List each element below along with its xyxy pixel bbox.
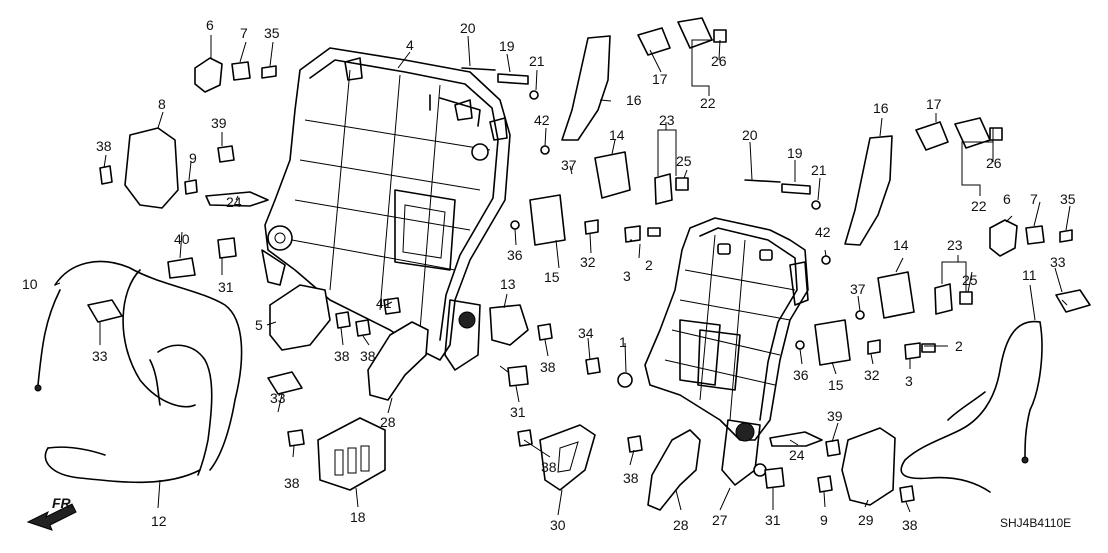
callout-label: 19 (787, 145, 803, 161)
callout-label: 35 (264, 25, 280, 41)
callout-label: 30 (550, 517, 566, 533)
callout-label: 18 (350, 509, 366, 525)
callout-label: 25 (676, 153, 692, 169)
callout-label: 20 (742, 127, 758, 143)
callout-label: 8 (158, 96, 166, 112)
callout-label: 40 (174, 231, 190, 247)
callout-label: 19 (499, 38, 515, 54)
callout-label: 38 (540, 359, 556, 375)
callout-label: 36 (793, 367, 809, 383)
callout-label: 42 (534, 112, 550, 128)
callout-label: 41 (376, 295, 392, 311)
callout-label: 28 (673, 517, 689, 533)
callout-label: 26 (986, 155, 1002, 171)
small-parts (87, 17, 1091, 511)
callout-label: 4 (406, 37, 414, 53)
callout-label: 15 (828, 377, 844, 393)
callout-label: 36 (507, 247, 523, 263)
callout-label: 23 (947, 237, 963, 253)
callout-label: 7 (240, 25, 248, 41)
callout-label: 13 (500, 276, 516, 292)
callout-label: 35 (1060, 191, 1076, 207)
callout-label: 33 (270, 390, 286, 406)
callout-label: 6 (1003, 191, 1011, 207)
callout-label: 11 (1022, 267, 1037, 283)
callout-label: 32 (864, 367, 880, 383)
callout-label: 14 (609, 127, 625, 143)
callout-label: 20 (460, 20, 476, 36)
seat-back-frame-left (261, 47, 511, 371)
callout-label: 6 (206, 17, 214, 33)
callout-label: 24 (226, 194, 242, 210)
callout-label: 38 (902, 517, 918, 533)
callout-label: 37 (561, 157, 577, 173)
callout-label: 17 (652, 71, 668, 87)
callout-label: 23 (659, 112, 675, 128)
callout-label: 33 (1050, 254, 1066, 270)
callout-label: 22 (700, 95, 716, 111)
callout-label: 26 (711, 53, 727, 69)
callout-label: 2 (955, 338, 963, 354)
callout-label: 34 (578, 325, 594, 341)
callout-label: 9 (820, 512, 828, 528)
callout-label: 38 (623, 470, 639, 486)
callout-label: 5 (255, 317, 263, 333)
callout-label: 22 (971, 198, 987, 214)
callout-label: 21 (529, 53, 545, 69)
callout-label: 25 (962, 272, 978, 288)
callout-label: 3 (623, 268, 631, 284)
callout-label: 31 (218, 279, 234, 295)
callout-labels: 6 7 35 20 19 21 4 17 26 22 16 8 38 9 39 … (22, 17, 1076, 533)
callout-label: 2 (645, 257, 653, 273)
front-direction-label: FR. (52, 495, 75, 511)
callout-label: 29 (858, 512, 874, 528)
callout-label: 38 (96, 138, 112, 154)
callout-label: 33 (92, 348, 108, 364)
callout-label: 16 (873, 100, 889, 116)
callout-label: 17 (926, 96, 942, 112)
leader-lines (54, 35, 1071, 516)
callout-label: 14 (893, 237, 909, 253)
callout-label: 38 (360, 348, 376, 364)
cables (34, 260, 1043, 493)
front-direction-arrow (26, 503, 77, 531)
callout-label: 31 (510, 404, 526, 420)
callout-label: 7 (1030, 191, 1038, 207)
callout-label: 9 (189, 150, 197, 166)
callout-label: 27 (712, 512, 728, 528)
callout-label: 24 (789, 447, 805, 463)
seat-back-frame-right (644, 217, 809, 486)
callout-label: 39 (827, 408, 843, 424)
callout-label: 42 (815, 224, 831, 240)
callout-label: 31 (765, 512, 781, 528)
callout-label: 12 (151, 513, 167, 529)
callout-label: 38 (284, 475, 300, 491)
callout-label: 39 (211, 115, 227, 131)
callout-label: 3 (905, 373, 913, 389)
callout-label: 28 (380, 414, 396, 430)
callout-label: 32 (580, 254, 596, 270)
callout-label: 1 (619, 334, 627, 350)
callout-label: 16 (626, 92, 642, 108)
callout-label: 38 (334, 348, 350, 364)
diagram-code: SHJ4B4110E (1000, 516, 1071, 530)
callout-label: 37 (850, 281, 866, 297)
callout-label: 15 (544, 269, 560, 285)
callout-label: 38 (541, 459, 557, 475)
callout-label: 21 (811, 162, 827, 178)
callout-label: 10 (22, 276, 38, 292)
